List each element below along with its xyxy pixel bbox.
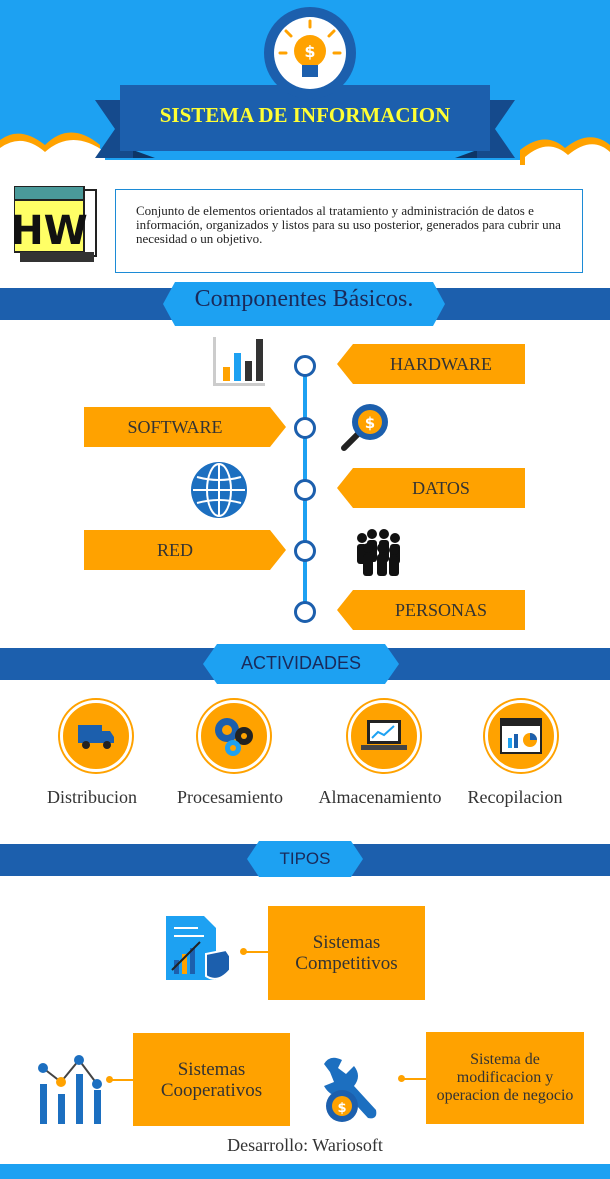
tipo-cooperativos-line1: Sistemas (177, 1058, 246, 1080)
componentes-title-shape (163, 282, 445, 326)
timeline-node-personas (294, 601, 316, 623)
footer-band (0, 1164, 610, 1179)
line-bar-chart-icon (38, 1055, 102, 1124)
tipo-negocio-line1: Sistema de (470, 1051, 540, 1068)
tipo-cooperativos: Sistemas Cooperativos (133, 1033, 290, 1126)
lightbulb-dollar-icon: $ (264, 7, 356, 99)
activity-procesamiento-label: Procesamiento (177, 787, 283, 807)
activity-almacenamiento-badge (348, 700, 420, 772)
bar-chart-icon (213, 337, 265, 386)
component-software: SOFTWARE (84, 407, 286, 447)
browser-chart-icon (500, 718, 542, 754)
tipo-competitivos-connector (242, 951, 268, 953)
description-text: Conjunto de elementos orientados al trat… (136, 203, 561, 246)
svg-text:$: $ (365, 414, 375, 432)
tipo-negocio: Sistema de modificacion y operacion de n… (426, 1032, 584, 1124)
timeline-node-hardware (294, 355, 316, 377)
component-hardware-label: HARDWARE (390, 353, 492, 374)
svg-text:$: $ (337, 1101, 346, 1116)
description-box: Conjunto de elementos orientados al trat… (115, 189, 583, 273)
gears-icon (215, 718, 253, 756)
component-datos-label: DATOS (412, 477, 470, 498)
activity-distribucion-label: Distribucion (47, 787, 137, 807)
logo-text: HW (14, 208, 88, 254)
footer-credit: Desarrollo: Wariosoft (227, 1135, 383, 1155)
page-title: SISTEMA DE INFORMACION (159, 103, 451, 127)
wrench-dollar-gear-icon: $ (324, 1057, 377, 1122)
timeline-node-red (294, 540, 316, 562)
component-hardware: HARDWARE (337, 344, 525, 384)
header: SISTEMA DE INFORMACION $ (0, 0, 610, 165)
tipo-competitivos-dot (240, 948, 247, 955)
activity-almacenamiento-label: Almacenamiento (318, 787, 442, 807)
laptop-chart-icon (361, 720, 407, 750)
tipo-competitivos-line1: Sistemas (312, 932, 381, 953)
component-red-label: RED (157, 539, 193, 560)
activity-procesamiento-badge (198, 700, 270, 772)
tipo-competitivos: Sistemas Competitivos (268, 906, 425, 1000)
tipo-negocio-line3: operacion de negocio (436, 1087, 574, 1104)
componentes-title: Componentes Básicos. (194, 286, 414, 312)
actividades-title: ACTIVIDADES (240, 653, 362, 673)
tipos-title: TIPOS (279, 849, 331, 868)
truck-icon (78, 725, 114, 749)
component-red: RED (84, 530, 286, 570)
globe-icon (191, 462, 247, 518)
tipo-negocio-line2: modificacion y (456, 1069, 554, 1086)
tipo-cooperativos-connector (108, 1079, 134, 1081)
tipo-competitivos-line2: Competitivos (295, 953, 398, 974)
activity-recopilacion-label: Recopilacion (467, 787, 563, 807)
search-gear-icon: $ (341, 404, 388, 451)
tipo-negocio-dot (398, 1075, 405, 1082)
hw-logo: HW (14, 186, 97, 262)
actividades-title-shape (203, 644, 399, 684)
tipo-cooperativos-dot (106, 1076, 113, 1083)
svg-text:$: $ (304, 42, 315, 61)
timeline-node-datos (294, 479, 316, 501)
tipo-negocio-connector (400, 1078, 426, 1080)
component-personas-label: PERSONAS (394, 599, 488, 620)
activity-recopilacion-badge (485, 700, 557, 772)
component-personas: PERSONAS (337, 590, 525, 630)
document-shield-icon (166, 916, 231, 980)
tipo-cooperativos-line2: Cooperativos (160, 1079, 263, 1101)
activity-distribucion-badge (60, 700, 132, 772)
timeline-node-software (294, 417, 316, 439)
tipos-title-shape (247, 841, 363, 877)
component-datos: DATOS (337, 468, 525, 508)
component-software-label: SOFTWARE (127, 416, 223, 437)
people-group-icon (357, 529, 400, 576)
